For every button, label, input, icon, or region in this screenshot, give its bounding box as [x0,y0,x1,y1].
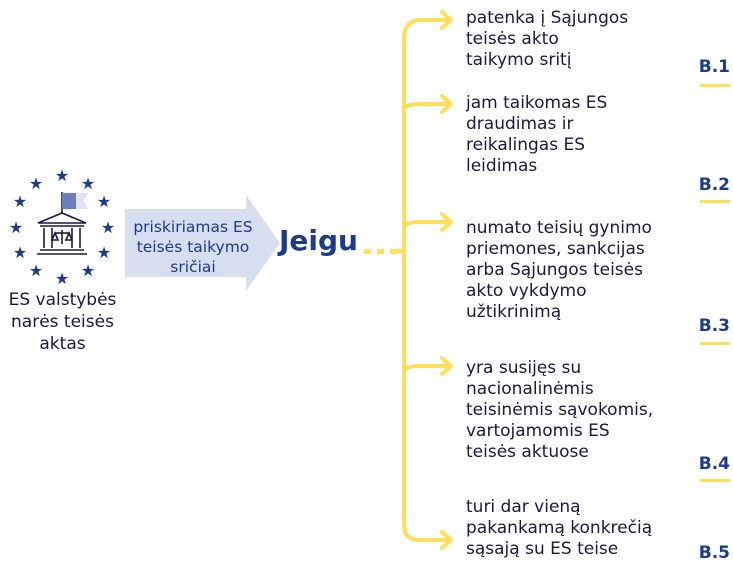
branch-text-b3: numato teisių gynimo priemones, sankcija… [466,218,652,322]
branch-code-b5: B.5 [698,543,730,563]
branch-code-b3: B.3 [698,316,730,336]
svg-text:★: ★ [9,218,23,237]
courthouse-icon [37,192,88,255]
svg-text:★: ★ [13,243,27,262]
svg-text:★: ★ [81,261,95,280]
branch-arrowheads [440,10,453,550]
svg-text:★: ★ [29,174,43,193]
branch-code-b2: B.2 [698,175,730,195]
branch-text-b4: yra susijęs su nacionalinėmis teisinėmis… [466,358,654,462]
svg-text:★: ★ [101,218,115,237]
svg-text:★: ★ [81,174,95,193]
branch-text-b1: patenka į Sąjungos teisės akto taikymo s… [466,8,629,70]
svg-text:★: ★ [55,166,69,185]
code-underline-b3 [700,342,730,345]
svg-text:★: ★ [97,243,111,262]
jeigu-dots [364,249,397,254]
branch-text-b2: jam taikomas ES draudimas ir reikalingas… [466,93,608,176]
eu-stars-icon: ★ ★ ★ ★ ★ ★ ★ ★ ★ ★ ★ ★ [9,166,115,288]
code-underline-b2 [700,200,730,203]
code-underline-b4 [700,479,730,482]
svg-text:★: ★ [13,192,27,211]
branch-code-b4: B.4 [698,454,730,474]
svg-text:★: ★ [55,269,69,288]
svg-text:★: ★ [97,192,111,211]
member-state-act-caption: ES valstybės narės teisės aktas [8,290,117,354]
branch-text-b5: turi dar vieną pakankamą konkrečią sąsaj… [466,497,653,559]
branch-code-b1: B.1 [698,57,730,77]
branch-bracket [396,18,452,542]
jeigu-label: Jeigu [279,224,358,257]
arrow-label: priskiriamas ES teisės taikymo sričiai [133,218,253,276]
code-underline-b1 [700,84,730,87]
svg-text:★: ★ [29,261,43,280]
right-arrow-shape [125,195,280,291]
